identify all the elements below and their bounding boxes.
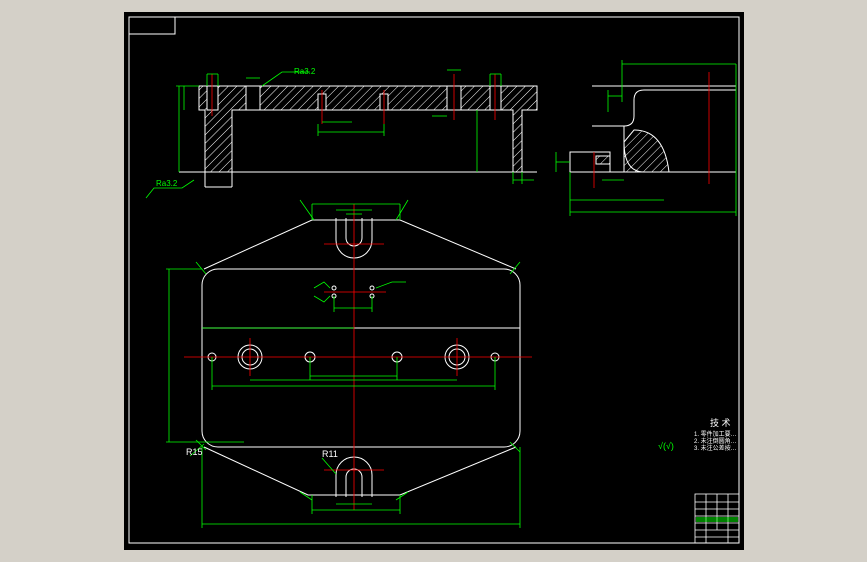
- front-section-view: [179, 74, 538, 188]
- side-section-view: [569, 72, 736, 188]
- plan-centerlines: [184, 204, 532, 510]
- front-view-dimensions: [145, 69, 534, 199]
- side-profile: [592, 85, 736, 173]
- tech-title: 技 术: [710, 417, 731, 428]
- roughness-label-top: Ra3.2: [294, 67, 316, 76]
- radius-label-slot: R11: [322, 449, 338, 459]
- side-hatch: [623, 129, 670, 173]
- radius-label-outer: R15: [186, 447, 203, 457]
- roughness-label-left: Ra3.2: [156, 179, 178, 188]
- roughness-symbol: √(√): [658, 441, 674, 451]
- cad-drawing[interactable]: Ra3.2 Ra3.2: [124, 12, 744, 550]
- frame-corner-box: [128, 16, 176, 35]
- tech-req-1: 1. 零件加工要…: [694, 430, 737, 438]
- title-block: [694, 493, 740, 544]
- tech-req-2: 2. 未注倒圆角…: [694, 437, 737, 445]
- side-view-dimensions: [555, 60, 737, 216]
- technical-requirements: 技 术 1. 零件加工要… 2. 未注倒圆角… 3. 未注公差按… √(√): [658, 417, 737, 452]
- drawing-frame: [128, 16, 740, 544]
- plate-outline: [201, 268, 521, 448]
- tech-req-3: 3. 未注公差按…: [694, 444, 737, 452]
- plan-view-dimensions: [166, 199, 521, 528]
- cad-viewport[interactable]: Ra3.2 Ra3.2: [124, 12, 744, 550]
